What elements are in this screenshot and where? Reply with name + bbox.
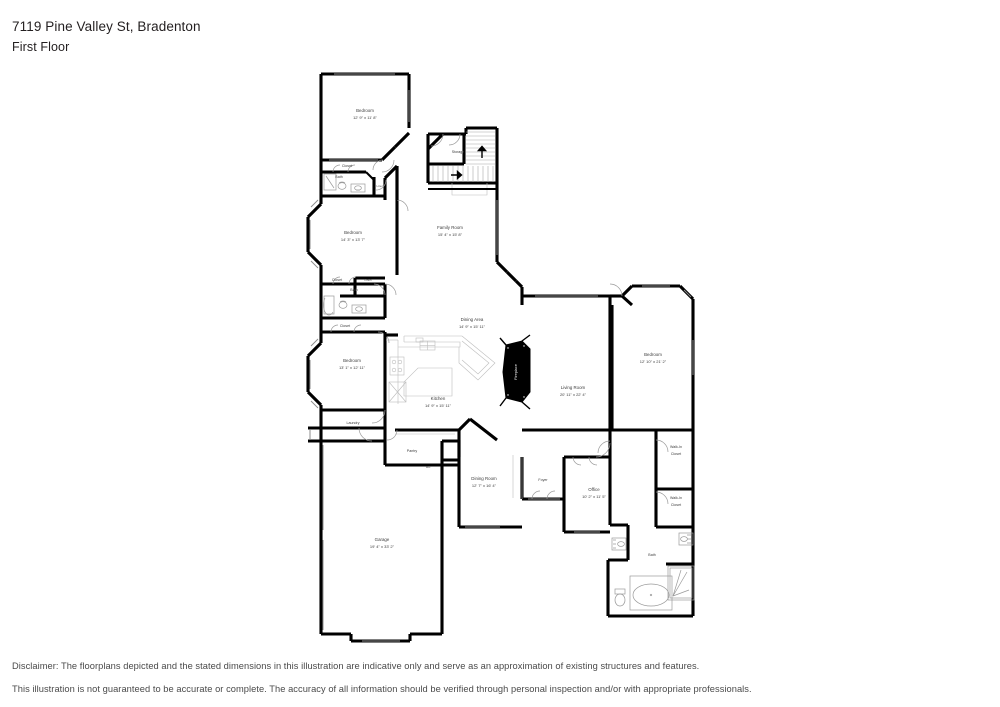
room-bedroom-3: Bedroom 13' 1" x 12' 11"	[306, 332, 387, 412]
room-label-walkin-2-line2: Closet	[671, 503, 681, 507]
pantry-laundry-group: Laundry Pantry WH	[308, 409, 498, 469]
room-label-living-room: Living Room	[561, 385, 586, 390]
room-bedroom-2: Bedroom 14' 3" x 13' 7"	[306, 196, 385, 286]
page-header: 7119 Pine Valley St, Bradenton First Flo…	[12, 18, 201, 56]
room-dining-room: Dining Room 12' 7" x 16' 4"	[457, 440, 522, 529]
room-label-dining-room: Dining Room	[471, 476, 497, 481]
room-label-laundry: Laundry	[347, 421, 360, 425]
room-foyer: Foyer	[520, 457, 564, 501]
room-dim-bedroom-1: 12' 9" x 11' 8"	[353, 115, 377, 120]
water-heater-label: WH	[426, 465, 431, 469]
room-label-closet-1: Closet	[342, 164, 352, 168]
room-label-linen-1: Linen	[376, 184, 383, 188]
fireplace-label: Fireplace	[514, 364, 518, 380]
room-label-foyer: Foyer	[538, 478, 548, 482]
room-dim-garage: 19' 4" x 33' 2"	[370, 544, 395, 549]
room-office: Office 10' 2" x 11' 5"	[562, 440, 611, 534]
room-kitchen: Kitchen 14' 9" x 15' 11"	[385, 333, 496, 408]
room-label-linen-2: Linen	[364, 278, 371, 282]
room-label-bedroom-master: Bedroom	[644, 352, 662, 357]
room-dim-bedroom-3: 13' 1" x 12' 11"	[339, 365, 366, 370]
page-title: 7119 Pine Valley St, Bradenton	[12, 19, 201, 34]
room-label-bedroom-2: Bedroom	[344, 230, 362, 235]
room-dim-office: 10' 2" x 11' 5"	[582, 494, 606, 499]
floor-subtitle: First Floor	[12, 40, 70, 54]
room-label-closet-2: Closet	[332, 278, 342, 282]
room-dim-family-room: 15' 4" x 15' 8"	[438, 232, 463, 237]
closet-bath-group-1: Closet Bath Linen	[319, 159, 399, 198]
room-family-room: Family Room 15' 4" x 15' 8"	[395, 166, 499, 262]
page-footer: Disclaimer: The floorplans depicted and …	[12, 660, 972, 706]
room-bedroom-master: Bedroom 12' 10" x 21' 2"	[609, 283, 695, 432]
room-label-family-room: Family Room	[437, 225, 463, 230]
closet-bath-group-2: Closet Linen Bath Closet	[319, 276, 397, 344]
room-dining-area: Dining Area 14' 9" x 15' 11"	[395, 258, 610, 329]
room-label-closet-3: Closet	[340, 324, 350, 328]
room-dim-living-room: 20' 11" x 22' 4"	[560, 392, 587, 397]
room-dim-bedroom-2: 14' 3" x 13' 7"	[341, 237, 366, 242]
room-label-garage: Garage	[375, 537, 390, 542]
room-label-bath-2: Bath	[350, 288, 357, 292]
room-label-walkin-1-line2: Closet	[671, 452, 681, 456]
room-label-bath-1: Bath	[335, 175, 342, 179]
room-label-office: Office	[588, 487, 600, 492]
room-dim-bedroom-master: 12' 10" x 21' 2"	[640, 359, 667, 364]
room-label-pantry: Pantry	[407, 449, 418, 453]
disclaimer-line-2: This illustration is not guaranteed to b…	[12, 684, 752, 694]
room-dim-dining-area: 14' 9" x 15' 11"	[459, 324, 486, 329]
misc-walls	[383, 166, 461, 457]
room-label-walkin-2-line1: Walk-In	[670, 496, 682, 500]
storage-and-stairs: Storage	[426, 126, 499, 196]
stair-up-arrow-horizontal	[451, 169, 463, 181]
room-label-dining-area: Dining Area	[461, 317, 484, 322]
room-living-room: Living Room 20' 11" x 22' 4"	[520, 296, 612, 441]
room-dim-dining-room: 12' 7" x 16' 4"	[472, 483, 497, 488]
room-master-bath: Bath	[606, 441, 695, 618]
room-garage: Garage 19' 4" x 33' 2"	[319, 441, 459, 643]
fireplace: Fireplace	[499, 334, 531, 410]
room-label-walkin-1-line1: Walk-In	[670, 445, 682, 449]
room-label-bedroom-3: Bedroom	[343, 358, 361, 363]
room-label-bedroom-1: Bedroom	[356, 108, 374, 113]
stair-up-arrow-vertical	[476, 145, 488, 158]
room-label-kitchen: Kitchen	[431, 396, 446, 401]
disclaimer-line-1: Disclaimer: The floorplans depicted and …	[12, 661, 700, 671]
room-dim-kitchen: 14' 9" x 15' 11"	[425, 403, 452, 408]
walk-in-closets: Walk-In Closet Walk-In Closet	[654, 430, 695, 529]
room-label-master-bath: Bath	[648, 553, 655, 557]
room-bedroom-1: Bedroom 12' 9" x 11' 8"	[319, 72, 411, 162]
room-label-storage: Storage	[452, 150, 465, 154]
